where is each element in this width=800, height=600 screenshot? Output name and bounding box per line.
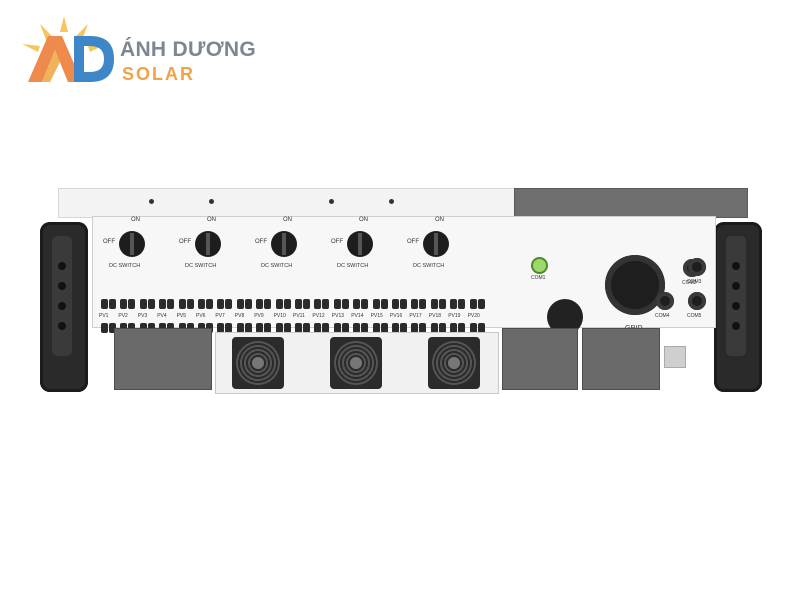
pv-input-17[interactable]: PV17 (409, 299, 427, 347)
pv-label: PV9 (254, 313, 264, 319)
pv-input-1[interactable]: PV1 (99, 299, 117, 347)
com5-label: COM5 (687, 313, 702, 319)
com1-label: COM1 (531, 275, 546, 281)
com3-port (688, 258, 706, 276)
pv-label: PV12 (312, 313, 325, 319)
pv-input-16[interactable]: PV16 (390, 299, 408, 347)
front-panel: ON OFF DC SWITCH ON OFF DC SWITCH ON OFF… (92, 216, 716, 335)
heatsink-left (114, 328, 212, 390)
pv-label: PV4 (157, 313, 167, 319)
left-handle (40, 222, 88, 392)
pv-input-14[interactable]: PV14 (351, 299, 369, 347)
dc-switch-3[interactable]: ON OFF DC SWITCH (255, 217, 315, 279)
pv-label: PV3 (137, 313, 148, 319)
sun-mark-icon (22, 16, 114, 82)
pv-label: PV20 (467, 313, 480, 319)
cooling-fan-icon (330, 337, 382, 389)
pv-label: PV19 (448, 313, 461, 319)
pv-label: PV6 (196, 313, 206, 319)
pv-label: PV18 (428, 313, 442, 319)
dc-switch-2[interactable]: ON OFF DC SWITCH (179, 217, 239, 279)
brand-name-line-1: ÁNH DƯƠNG (120, 38, 257, 61)
pv-input-19[interactable]: PV19 (448, 299, 466, 347)
heatsink-right-1 (502, 328, 578, 390)
right-handle (714, 222, 762, 392)
pv-label: PV1 (99, 313, 109, 319)
pv-label: PV2 (118, 313, 128, 319)
cooling-fan-icon (232, 337, 284, 389)
dc-switch-1[interactable]: ON OFF DC SWITCH (103, 217, 163, 279)
pv-input-15[interactable]: PV15 (371, 299, 389, 347)
status-led-icon (531, 257, 548, 274)
top-cover-dark (514, 188, 748, 218)
cooling-fan-icon (428, 337, 480, 389)
brand-name-line-2: SOLAR (122, 64, 195, 84)
pv-input-9[interactable]: PV9 (254, 299, 272, 347)
pv-label: PV14 (351, 313, 364, 319)
pv-input-10[interactable]: PV10 (274, 299, 292, 347)
pv-label: PV7 (215, 313, 225, 319)
pv-label: PV15 (370, 313, 383, 319)
brand-logo: ÁNH DƯƠNG SOLAR (18, 14, 256, 86)
heatsink-right-2 (582, 328, 660, 390)
pv-input-18[interactable]: PV18 (429, 299, 447, 347)
pv-label: PV5 (176, 313, 187, 319)
dc-switch-4[interactable]: ON OFF DC SWITCH (331, 217, 391, 279)
pv-label: PV8 (234, 313, 245, 319)
pv-input-20[interactable]: PV20 (468, 299, 486, 347)
com1-indicator: COM1 (531, 257, 548, 281)
dc-switch-5[interactable]: ON OFF DC SWITCH (407, 217, 467, 279)
pv-input-13[interactable]: PV13 (332, 299, 350, 347)
top-cover-light (58, 188, 516, 218)
com4-port (656, 292, 674, 310)
grid-port (605, 255, 665, 315)
pv-label: PV11 (293, 313, 305, 319)
pv-input-12[interactable]: PV12 (312, 299, 330, 347)
com3-label: COM3 (687, 279, 702, 285)
com5-port (688, 292, 706, 310)
pv-label: PV17 (409, 313, 422, 319)
pv-label: PV10 (273, 313, 286, 319)
pv-input-7[interactable]: PV7 (215, 299, 233, 347)
com2-label: COM2 (682, 280, 697, 286)
com4-label: COM4 (655, 313, 670, 319)
solar-inverter: ON OFF DC SWITCH ON OFF DC SWITCH ON OFF… (40, 188, 762, 400)
pv-label: PV16 (390, 313, 403, 319)
pv-label: PV13 (331, 313, 345, 319)
fan-tray (215, 332, 499, 394)
mounting-bracket (664, 346, 686, 368)
pv-input-8[interactable]: PV8 (235, 299, 253, 347)
pv-input-11[interactable]: PV11 (293, 299, 311, 347)
